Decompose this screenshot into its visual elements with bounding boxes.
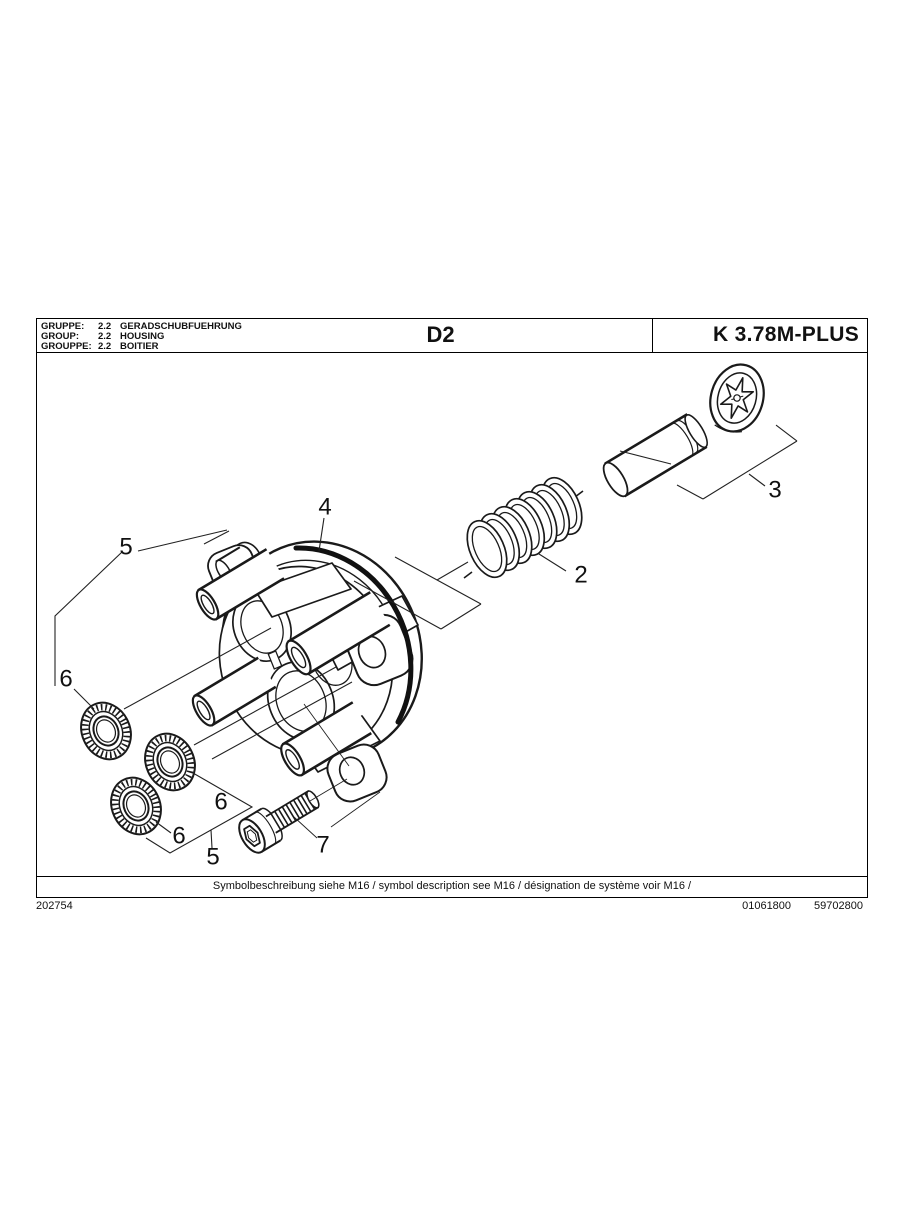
footer-code-2: 59702800 [814, 900, 863, 912]
group-code: 2.2 [98, 341, 112, 353]
sheet-code: D2 [426, 322, 455, 347]
group-code: 2.2 [98, 331, 112, 343]
drawing-header: GRUPPE: 2.2 GERADSCHUBFUEHRUNG GROUP: 2.… [37, 319, 867, 353]
page-footer: 202754 01061800 59702800 [36, 900, 868, 912]
group-name: BOITIER [120, 341, 159, 353]
drawing-area [37, 353, 867, 876]
group-label: GROUP: [41, 331, 79, 343]
group-label: GRUPPE: [41, 321, 85, 332]
group-label: GROUPPE: [41, 341, 92, 353]
model-code: K 3.78M-PLUS [652, 319, 867, 352]
group-name: GERADSCHUBFUEHRUNG [120, 321, 242, 332]
group-name: HOUSING [120, 331, 165, 343]
symbol-note-strip: Symbolbeschreibung siehe M16 / symbol de… [36, 877, 868, 898]
footer-doc-number: 202754 [36, 900, 73, 912]
group-row-fr: GROUPPE: 2.2 BOITIER [41, 342, 269, 352]
drawing-frame: GRUPPE: 2.2 GERADSCHUBFUEHRUNG GROUP: 2.… [36, 318, 868, 877]
group-row-en: GROUP: 2.2 HOUSING [41, 331, 269, 343]
group-header-block: GRUPPE: 2.2 GERADSCHUBFUEHRUNG GROUP: 2.… [37, 319, 269, 352]
group-code: 2.2 [98, 321, 112, 332]
footer-code-1: 01061800 [742, 900, 792, 912]
symbol-note-text: Symbolbeschreibung siehe M16 / symbol de… [212, 880, 692, 892]
group-row-de: GRUPPE: 2.2 GERADSCHUBFUEHRUNG [41, 321, 269, 332]
